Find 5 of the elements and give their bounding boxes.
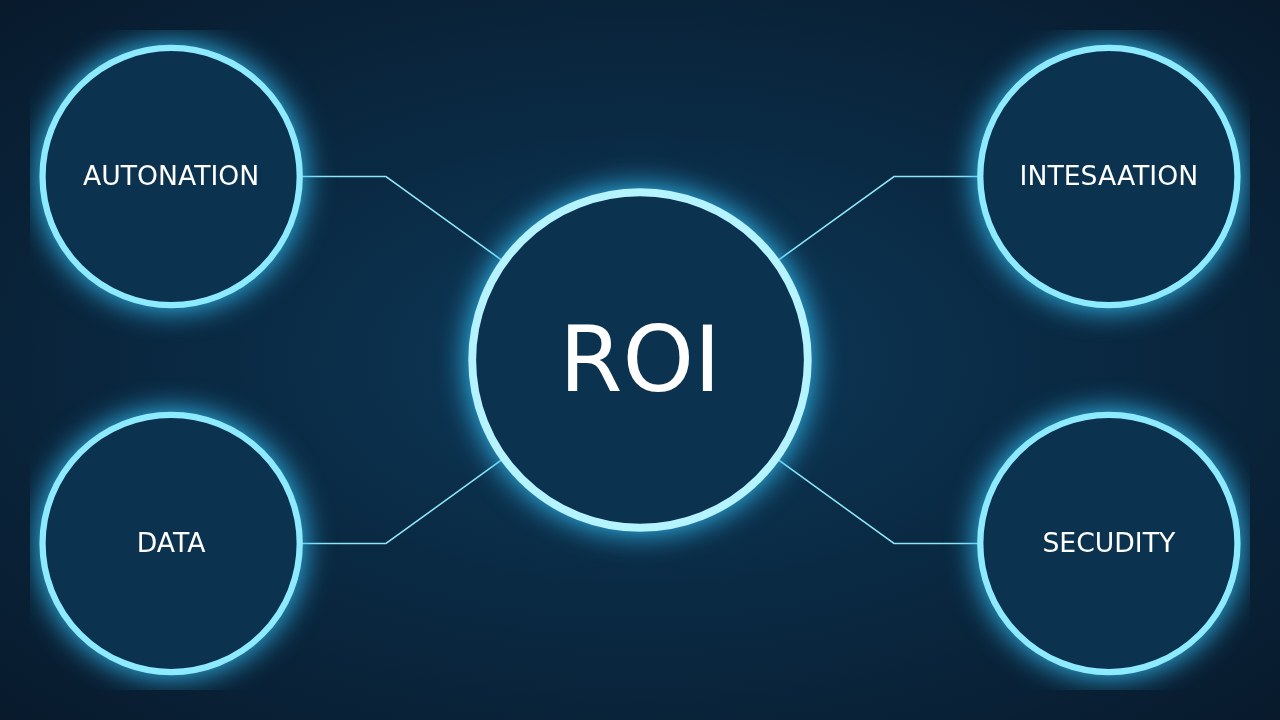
node-circle: SECUDITY xyxy=(977,411,1241,676)
node-circle: ROI xyxy=(468,188,812,532)
node-circle: AUTONATION xyxy=(39,44,303,309)
node-circle: INTESAATION xyxy=(977,44,1241,309)
node-circle: DATA xyxy=(39,411,303,676)
